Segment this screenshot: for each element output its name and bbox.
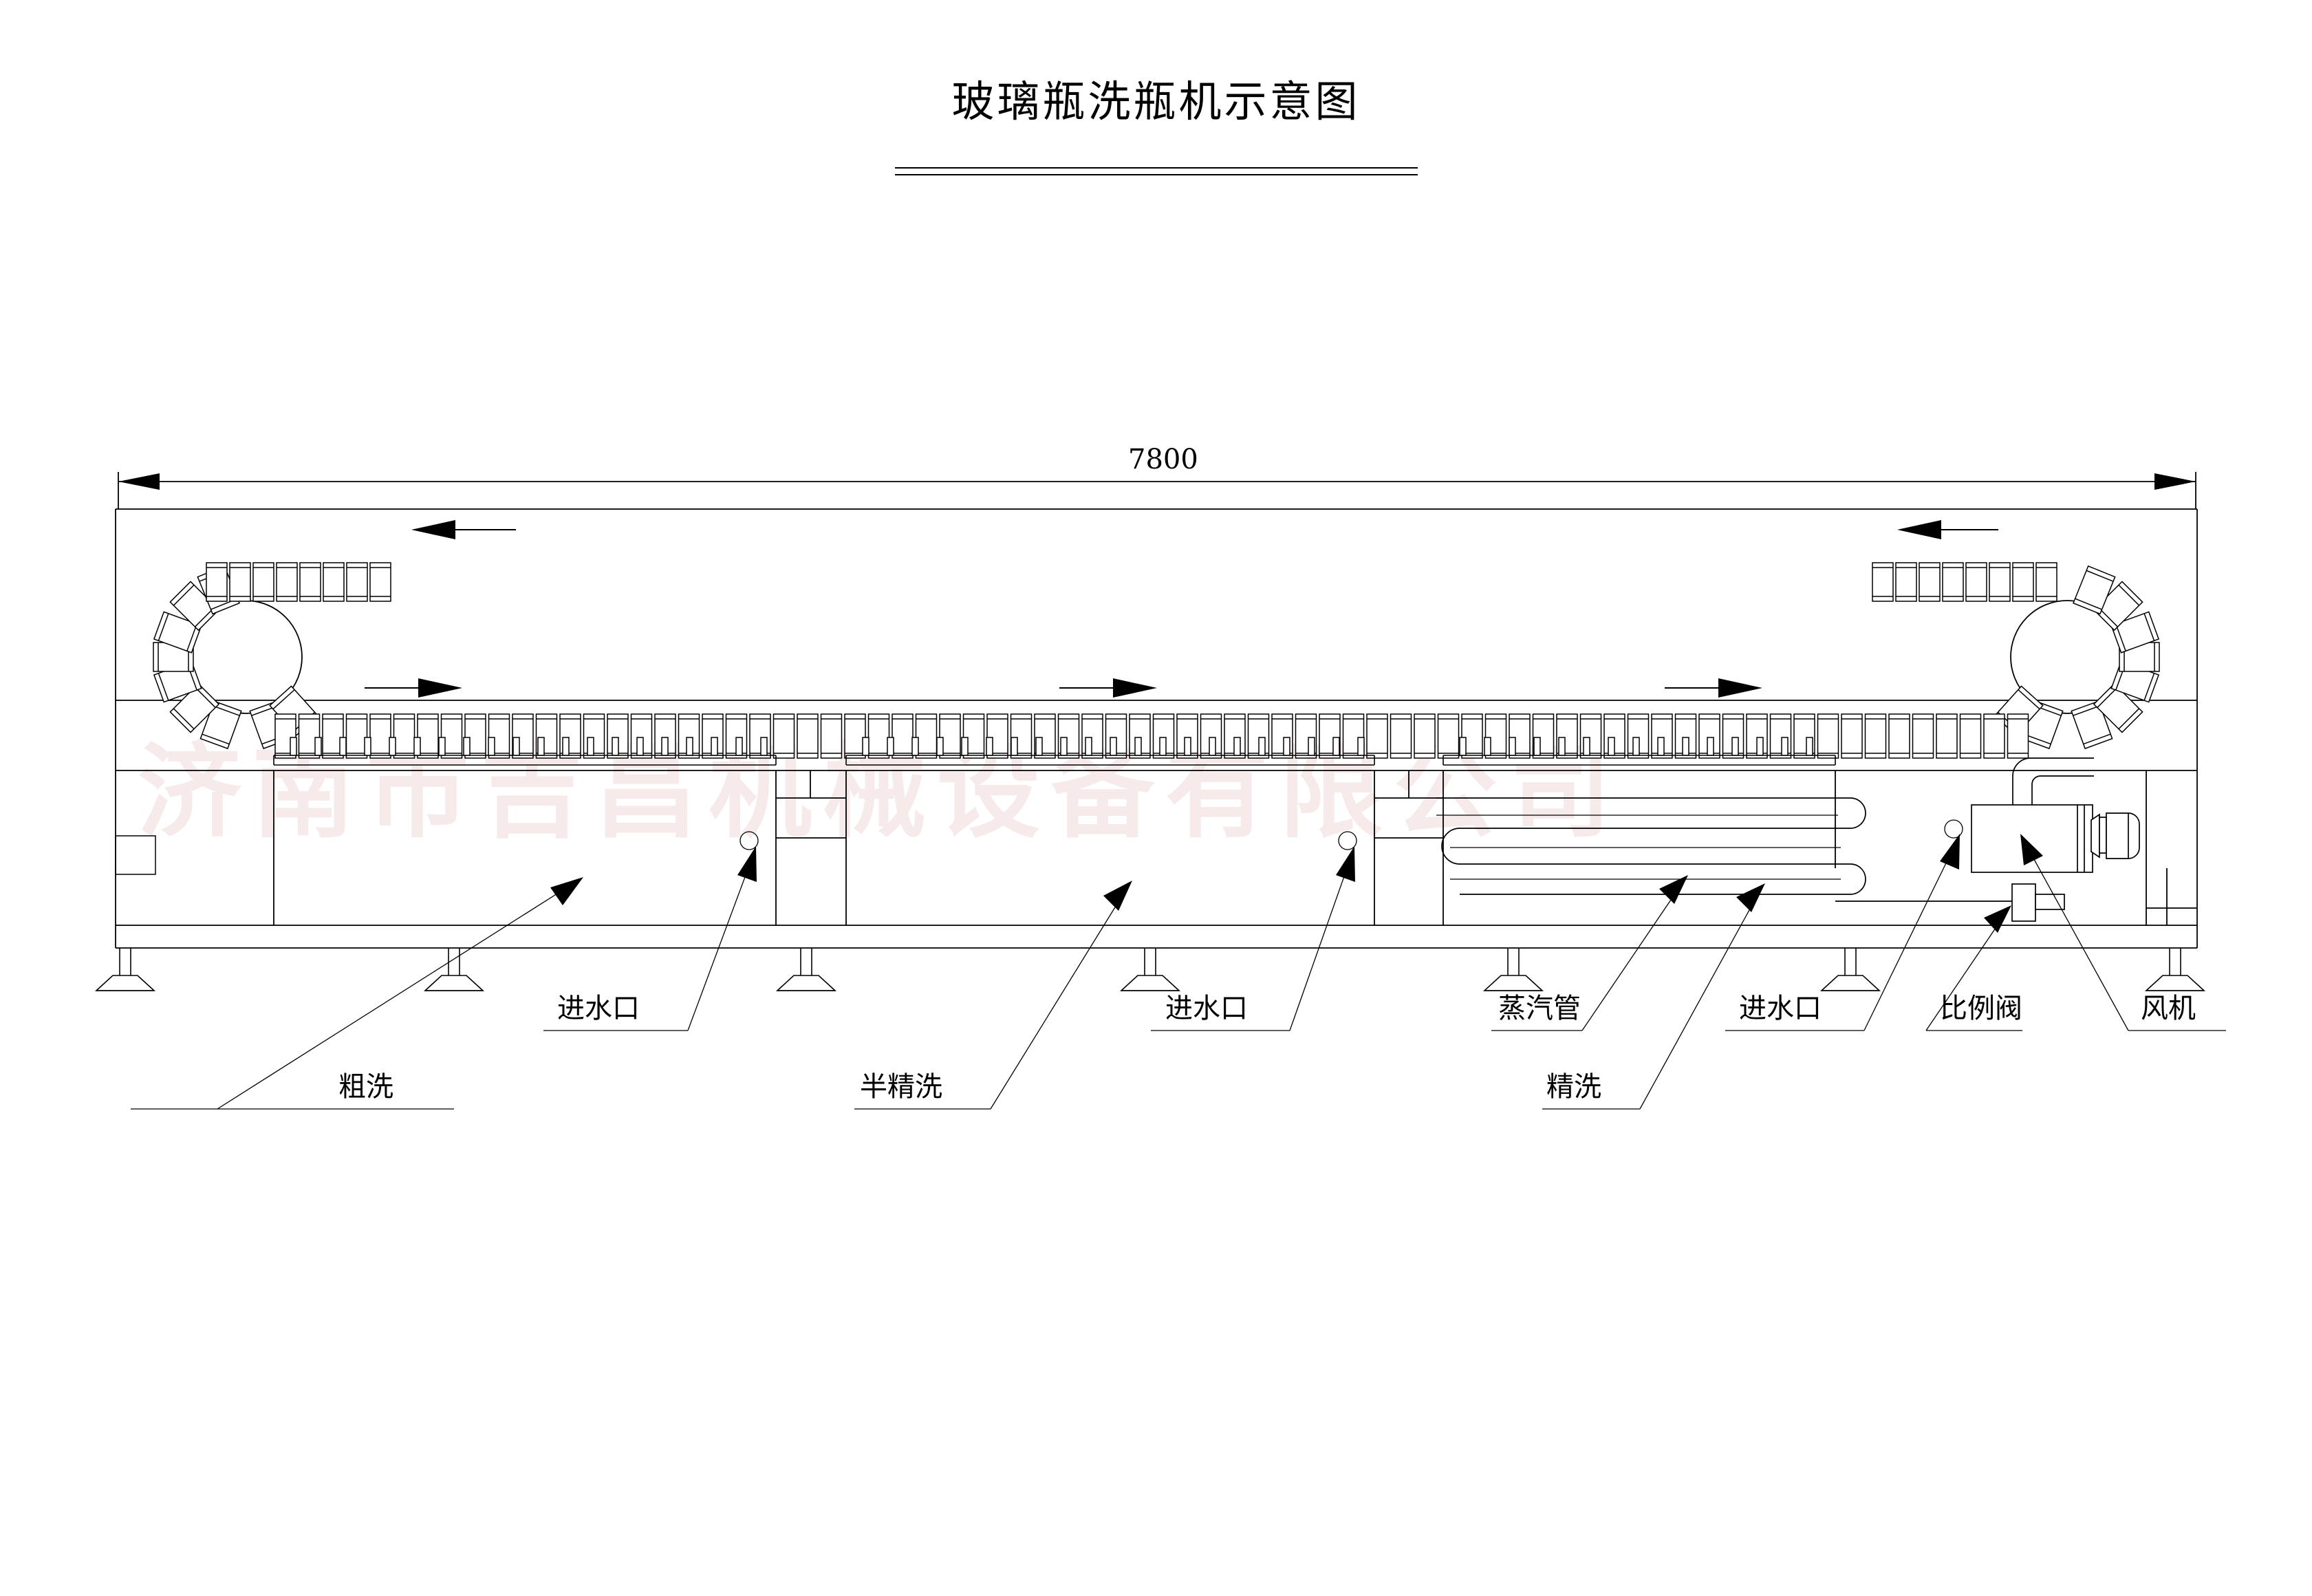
leader-water-inlet-left bbox=[543, 831, 759, 1031]
callout-label-semi-fine-wash: 半精洗 bbox=[860, 1071, 942, 1103]
flow-arrow-top-right bbox=[1897, 520, 1998, 539]
right-turnaround-wheel bbox=[1994, 565, 2160, 750]
proportional-valve bbox=[1835, 883, 2065, 922]
flow-arrow-mid-left bbox=[365, 678, 462, 698]
tank-body bbox=[115, 770, 2197, 925]
callout-label-blower-fan: 风机 bbox=[2141, 993, 2196, 1024]
title-underline-inner bbox=[894, 174, 1418, 175]
callout-label-fine-wash: 精洗 bbox=[1546, 1071, 1601, 1103]
leader-fine-wash bbox=[1542, 883, 1765, 1110]
callout-label-water-inlet-right: 进水口 bbox=[1739, 993, 1822, 1024]
flow-arrow-mid-right bbox=[1665, 678, 1762, 698]
flow-arrow-mid-center bbox=[1059, 678, 1157, 698]
callout-label-water-inlet-mid: 进水口 bbox=[1165, 993, 1248, 1024]
callout-label-coarse-wash: 粗洗 bbox=[338, 1071, 393, 1103]
support-feet bbox=[94, 948, 2206, 991]
callout-label-proportional-valve: 比例阀 bbox=[1940, 993, 2022, 1024]
callout-leaders bbox=[131, 819, 2226, 1110]
callout-label-steam-pipe: 蒸汽管 bbox=[1498, 993, 1581, 1024]
leader-steam-pipe bbox=[1491, 875, 1688, 1031]
leader-proportional-valve bbox=[1925, 905, 2022, 1031]
leader-water-inlet-mid bbox=[1151, 831, 1357, 1031]
spray-nozzle-rails bbox=[273, 737, 1836, 766]
steam-coil-pipe bbox=[1436, 797, 1866, 895]
title-underline-outer bbox=[894, 167, 1418, 169]
blower-fan-assembly bbox=[1971, 757, 2140, 873]
top-carrier-row-left bbox=[206, 562, 391, 602]
callout-label-water-inlet-left: 进水口 bbox=[557, 993, 640, 1024]
overall-length-dimension-text: 7800 bbox=[1128, 444, 1198, 475]
overall-dimension-line bbox=[118, 472, 2196, 509]
top-carrier-row-right bbox=[1872, 562, 2057, 602]
leader-blower-fan bbox=[2020, 834, 2226, 1031]
flow-arrow-top-left bbox=[411, 520, 516, 539]
leader-water-inlet-right bbox=[1725, 819, 1963, 1031]
leader-semi-fine-wash bbox=[854, 881, 1132, 1110]
leader-coarse-wash bbox=[131, 877, 583, 1110]
